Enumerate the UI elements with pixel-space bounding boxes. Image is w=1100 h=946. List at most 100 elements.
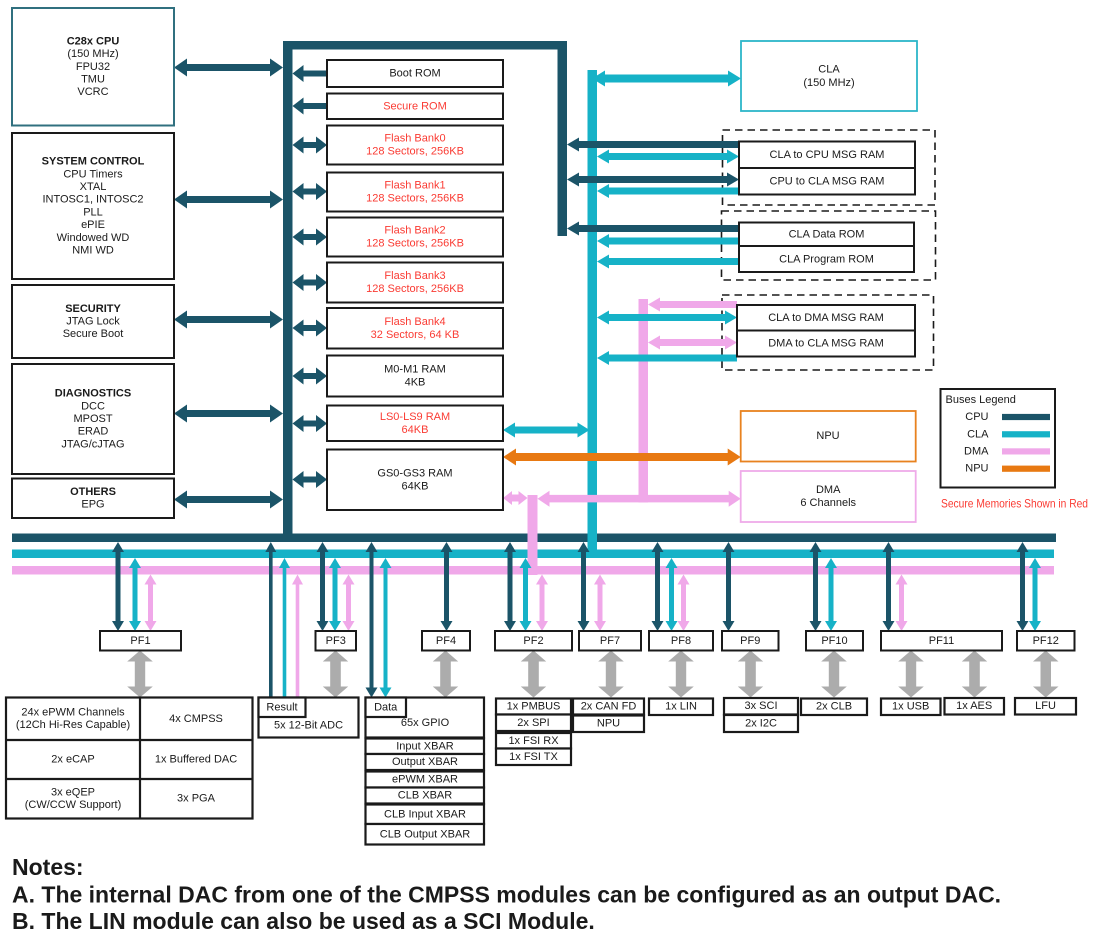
svg-text:NMI WD: NMI WD xyxy=(72,244,114,256)
svg-text:DIAGNOSTICS: DIAGNOSTICS xyxy=(55,388,131,400)
svg-text:CLB XBAR: CLB XBAR xyxy=(398,790,452,802)
svg-text:DMA: DMA xyxy=(816,484,841,496)
svg-text:CLA to DMA MSG RAM: CLA to DMA MSG RAM xyxy=(768,312,884,324)
svg-text:1x Buffered DAC: 1x Buffered DAC xyxy=(155,754,237,766)
svg-text:(150 MHz): (150 MHz) xyxy=(803,77,854,89)
svg-text:CLA: CLA xyxy=(967,428,989,440)
svg-text:64KB: 64KB xyxy=(402,424,429,436)
svg-text:CLA Data ROM: CLA Data ROM xyxy=(789,229,865,241)
svg-text:A. The internal DAC from one o: A. The internal DAC from one of the CMPS… xyxy=(12,882,1001,908)
svg-text:4x CMPSS: 4x CMPSS xyxy=(169,713,223,725)
svg-text:24x ePWM Channels: 24x ePWM Channels xyxy=(21,706,125,718)
svg-text:PF7: PF7 xyxy=(600,635,620,647)
svg-text:PF1: PF1 xyxy=(130,635,150,647)
svg-text:VCRC: VCRC xyxy=(77,86,108,98)
svg-text:M0-M1 RAM: M0-M1 RAM xyxy=(384,364,446,376)
svg-text:2x SPI: 2x SPI xyxy=(517,717,549,729)
svg-text:SECURITY: SECURITY xyxy=(65,303,121,315)
svg-text:3x PGA: 3x PGA xyxy=(177,793,216,805)
svg-text:Flash Bank4: Flash Bank4 xyxy=(384,316,445,328)
svg-text:2x CAN FD: 2x CAN FD xyxy=(581,701,637,713)
svg-text:(CW/CCW Support): (CW/CCW Support) xyxy=(25,799,122,811)
svg-text:5x 12-Bit ADC: 5x 12-Bit ADC xyxy=(274,720,343,732)
svg-text:CLA: CLA xyxy=(818,63,840,75)
svg-text:CLA to CPU MSG RAM: CLA to CPU MSG RAM xyxy=(770,149,885,161)
svg-text:CLB Input XBAR: CLB Input XBAR xyxy=(384,808,466,820)
svg-text:JTAG Lock: JTAG Lock xyxy=(66,316,120,328)
svg-text:2x I2C: 2x I2C xyxy=(745,718,777,730)
svg-text:Flash Bank1: Flash Bank1 xyxy=(384,180,445,192)
svg-text:PF4: PF4 xyxy=(436,635,456,647)
svg-text:Boot ROM: Boot ROM xyxy=(389,68,440,80)
svg-text:1x AES: 1x AES xyxy=(956,700,992,712)
svg-text:CLB Output XBAR: CLB Output XBAR xyxy=(380,828,471,840)
svg-text:3x eQEP: 3x eQEP xyxy=(51,786,95,798)
svg-text:1x USB: 1x USB xyxy=(892,701,929,713)
svg-text:4KB: 4KB xyxy=(405,377,426,389)
svg-text:Buses Legend: Buses Legend xyxy=(946,394,1016,406)
svg-text:NPU: NPU xyxy=(816,430,839,442)
svg-text:Notes:: Notes: xyxy=(12,854,84,880)
svg-text:Data: Data xyxy=(374,702,398,714)
svg-text:6 Channels: 6 Channels xyxy=(800,497,856,509)
svg-text:Secure ROM: Secure ROM xyxy=(383,100,447,112)
svg-text:PLL: PLL xyxy=(83,206,103,218)
svg-text:Output XBAR: Output XBAR xyxy=(392,756,458,768)
svg-text:Flash Bank2: Flash Bank2 xyxy=(384,225,445,237)
svg-text:PF2: PF2 xyxy=(523,635,543,647)
svg-text:2x CLB: 2x CLB xyxy=(816,701,852,713)
svg-text:SYSTEM CONTROL: SYSTEM CONTROL xyxy=(42,156,145,168)
svg-text:(12Ch Hi-Res Capable): (12Ch Hi-Res Capable) xyxy=(16,719,130,731)
svg-text:ERAD: ERAD xyxy=(78,426,109,438)
svg-text:FPU32: FPU32 xyxy=(76,61,110,73)
svg-text:PF9: PF9 xyxy=(740,635,760,647)
svg-text:Input XBAR: Input XBAR xyxy=(396,740,454,752)
svg-text:B. The LIN module can also be: B. The LIN module can also be used as a … xyxy=(12,908,595,934)
svg-text:CPU Timers: CPU Timers xyxy=(63,168,123,180)
svg-text:INTOSC1, INTOSC2: INTOSC1, INTOSC2 xyxy=(42,194,143,206)
svg-text:1x PMBUS: 1x PMBUS xyxy=(507,701,561,713)
svg-text:CPU: CPU xyxy=(965,411,988,423)
svg-text:EPG: EPG xyxy=(81,499,104,511)
svg-text:32 Sectors, 64 KB: 32 Sectors, 64 KB xyxy=(371,329,460,341)
svg-text:C28x CPU: C28x CPU xyxy=(67,36,120,48)
svg-text:64KB: 64KB xyxy=(402,480,429,492)
svg-text:JTAG/cJTAG: JTAG/cJTAG xyxy=(61,438,124,450)
svg-text:PF11: PF11 xyxy=(929,635,954,647)
svg-text:LFU: LFU xyxy=(1035,700,1056,712)
svg-text:2x eCAP: 2x eCAP xyxy=(51,754,94,766)
svg-text:128 Sectors, 256KB: 128 Sectors, 256KB xyxy=(366,193,464,205)
svg-text:NPU: NPU xyxy=(597,718,620,730)
svg-text:NPU: NPU xyxy=(965,463,988,475)
svg-text:3x SCI: 3x SCI xyxy=(744,700,777,712)
svg-text:128 Sectors, 256KB: 128 Sectors, 256KB xyxy=(366,146,464,158)
svg-text:PF10: PF10 xyxy=(821,635,847,647)
svg-text:Windowed WD: Windowed WD xyxy=(57,232,130,244)
svg-text:(150 MHz): (150 MHz) xyxy=(67,48,118,60)
svg-text:GS0-GS3 RAM: GS0-GS3 RAM xyxy=(377,467,452,479)
svg-text:LS0-LS9 RAM: LS0-LS9 RAM xyxy=(380,411,450,423)
svg-text:PF8: PF8 xyxy=(671,635,691,647)
svg-text:DCC: DCC xyxy=(81,400,105,412)
svg-text:128 Sectors, 256KB: 128 Sectors, 256KB xyxy=(366,238,464,250)
svg-text:65x GPIO: 65x GPIO xyxy=(401,717,450,729)
svg-text:CLA Program ROM: CLA Program ROM xyxy=(779,254,874,266)
svg-text:PF3: PF3 xyxy=(326,635,346,647)
svg-text:Secure Memories Shown in Red: Secure Memories Shown in Red xyxy=(941,497,1088,511)
svg-text:PF12: PF12 xyxy=(1033,635,1059,647)
svg-text:DMA to CLA MSG RAM: DMA to CLA MSG RAM xyxy=(768,338,884,350)
svg-text:ePWM XBAR: ePWM XBAR xyxy=(392,774,458,786)
svg-text:OTHERS: OTHERS xyxy=(70,486,116,498)
svg-text:1x LIN: 1x LIN xyxy=(665,701,697,713)
svg-text:1x FSI RX: 1x FSI RX xyxy=(508,735,559,747)
svg-text:Flash Bank3: Flash Bank3 xyxy=(384,270,445,282)
svg-text:128 Sectors, 256KB: 128 Sectors, 256KB xyxy=(366,283,464,295)
svg-text:Flash Bank0: Flash Bank0 xyxy=(384,133,445,145)
svg-text:DMA: DMA xyxy=(964,445,989,457)
svg-text:Secure Boot: Secure Boot xyxy=(63,328,124,340)
svg-text:XTAL: XTAL xyxy=(80,181,107,193)
svg-text:Result: Result xyxy=(266,702,297,714)
svg-text:CPU to CLA MSG RAM: CPU to CLA MSG RAM xyxy=(770,176,885,188)
svg-text:ePIE: ePIE xyxy=(81,219,105,231)
svg-text:TMU: TMU xyxy=(81,73,105,85)
